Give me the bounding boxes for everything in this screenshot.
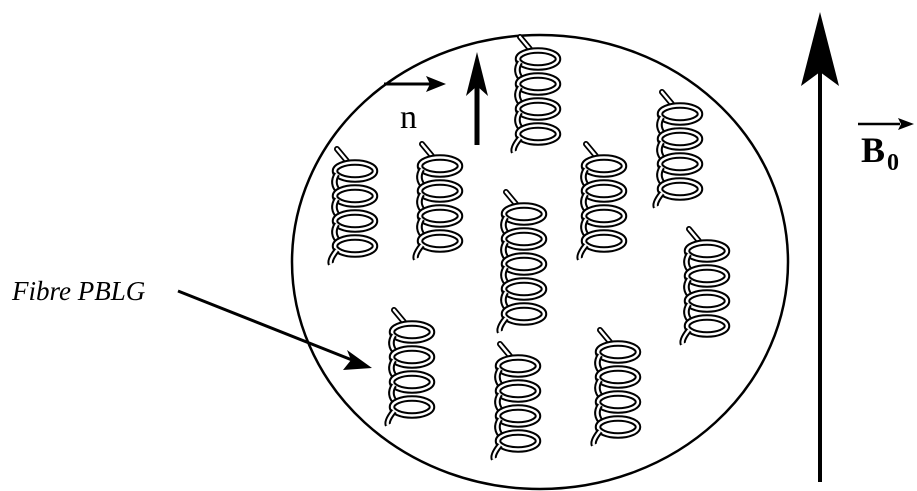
fibre-pointer-head xyxy=(343,350,372,370)
fibre-pointer-line xyxy=(177,289,353,362)
helix-turn-core xyxy=(390,397,434,417)
helix-turn-core xyxy=(418,206,462,226)
helix-turn-core xyxy=(496,431,540,451)
helix-tail-core xyxy=(335,147,349,163)
helix-turn-core xyxy=(502,204,546,224)
pblg-helix xyxy=(510,34,562,154)
pblg-helix xyxy=(490,341,542,461)
helix-tail-core xyxy=(498,342,512,358)
field-arrow xyxy=(801,12,839,482)
helix-turn-core xyxy=(496,406,540,426)
helix-turn-core xyxy=(502,304,546,324)
helix-end-core xyxy=(386,410,395,426)
helix-end-core xyxy=(414,244,423,260)
helix-tail-core xyxy=(687,227,701,243)
field-arrow-head xyxy=(801,12,839,86)
fibre-label: Fibre PBLG xyxy=(11,276,145,306)
pblg-helix xyxy=(496,189,548,334)
helix-turn-core xyxy=(516,124,560,144)
helix-turn-core xyxy=(685,266,729,286)
helix-turn-core xyxy=(333,236,377,256)
helix-tail-core xyxy=(420,142,434,158)
helix-turn-core xyxy=(390,322,434,342)
helix-turn-core xyxy=(502,229,546,249)
helix-tail-core xyxy=(504,190,518,206)
helix-turn-core xyxy=(658,129,702,149)
helix-turn-core xyxy=(333,186,377,206)
pblg-helix xyxy=(412,141,464,261)
pblg-helix xyxy=(576,141,628,261)
helix-turn-core xyxy=(596,392,640,412)
helix-turn-core xyxy=(333,161,377,181)
helix-turn-core xyxy=(596,367,640,387)
field-label-main: B xyxy=(861,130,885,170)
field-label: B 0 xyxy=(858,118,914,176)
helix-turn-core xyxy=(582,156,626,176)
helix-turn-core xyxy=(582,206,626,226)
pblg-helix xyxy=(679,226,731,346)
helix-turn-core xyxy=(516,49,560,69)
helix-turn-core xyxy=(502,254,546,274)
helix-tail-core xyxy=(598,328,612,344)
helix-end-core xyxy=(654,192,663,208)
helix-turn-core xyxy=(685,316,729,336)
pblg-helix xyxy=(327,146,379,266)
helix-end-core xyxy=(578,244,587,260)
helix-turn-core xyxy=(582,231,626,251)
helix-turn-core xyxy=(390,347,434,367)
director-vertical-arrow-head xyxy=(466,52,488,96)
helix-turn-core xyxy=(333,211,377,231)
helix-tail-core xyxy=(518,35,532,51)
pblg-helix xyxy=(384,307,436,427)
helix-turn-core xyxy=(418,156,462,176)
helix-turn-core xyxy=(658,179,702,199)
helix-end-core xyxy=(512,137,521,153)
helix-turn-core xyxy=(658,104,702,124)
helix-turn-core xyxy=(418,231,462,251)
helix-turn-core xyxy=(582,181,626,201)
pblg-helices xyxy=(327,34,731,461)
helix-turn-core xyxy=(418,181,462,201)
helix-turn-core xyxy=(685,241,729,261)
helix-tail-core xyxy=(392,308,406,324)
helix-turn-core xyxy=(596,342,640,362)
helix-turn-core xyxy=(496,356,540,376)
helix-turn-core xyxy=(502,279,546,299)
helix-end-core xyxy=(592,430,601,446)
pblg-helix xyxy=(590,327,642,447)
helix-turn-core xyxy=(685,291,729,311)
helix-end-core xyxy=(681,329,690,345)
helix-turn-core xyxy=(516,99,560,119)
helix-turn-core xyxy=(596,417,640,437)
helix-turn-core xyxy=(516,74,560,94)
sample-circle xyxy=(290,33,790,491)
helix-end-core xyxy=(329,249,338,265)
director-arrows xyxy=(384,52,488,145)
director-label: n xyxy=(400,99,417,136)
helix-tail-core xyxy=(584,142,598,158)
helix-end-core xyxy=(498,317,507,333)
helix-tail-core xyxy=(660,90,674,106)
pblg-helix xyxy=(652,89,704,209)
helix-turn-core xyxy=(658,154,702,174)
field-label-subscript: 0 xyxy=(887,150,899,176)
field-vector-head xyxy=(898,118,914,130)
helix-turn-core xyxy=(390,372,434,392)
director-horizontal-arrow-head xyxy=(426,76,446,92)
helix-turn-core xyxy=(496,381,540,401)
helix-end-core xyxy=(492,444,501,460)
